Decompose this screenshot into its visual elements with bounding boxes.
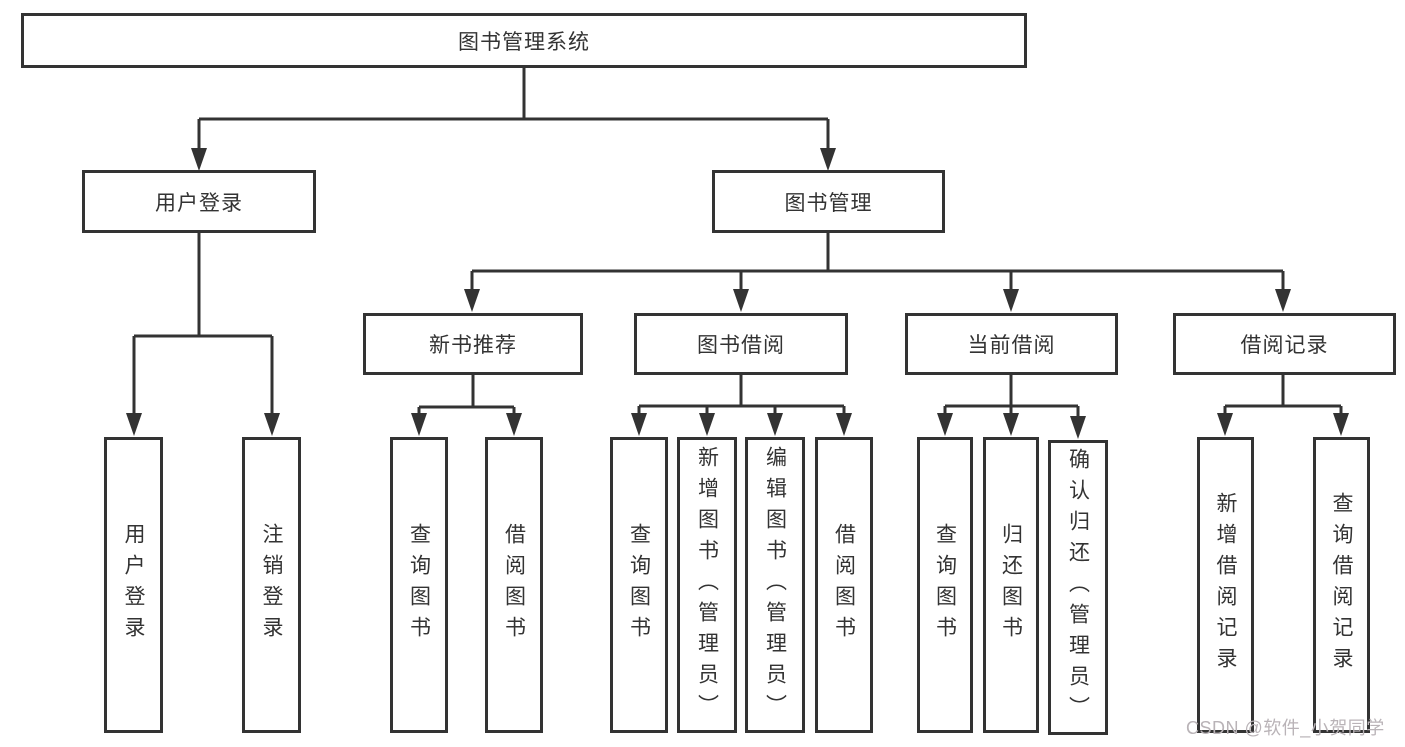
leaf-recommend-borrow-book: 借阅图书 — [485, 437, 543, 733]
node-book-borrow: 图书借阅 — [634, 313, 848, 375]
leaf-borrow-borrow-book: 借阅图书 — [815, 437, 873, 733]
leaf-borrow-query-book: 查询图书 — [610, 437, 668, 733]
connector-book-borrow — [631, 375, 852, 436]
connector-user-login — [126, 233, 280, 436]
leaf-records-add-record: 新增借阅记录 — [1197, 437, 1254, 733]
node-user-login: 用户登录 — [82, 170, 316, 233]
leaf-current-return-book: 归还图书 — [983, 437, 1039, 733]
node-book-management: 图书管理 — [712, 170, 945, 233]
leaf-borrow-edit-book-admin: 编辑图书（管理员） — [745, 437, 805, 733]
leaf-records-query-record: 查询借阅记录 — [1313, 437, 1370, 733]
connector-borrow-records — [1217, 375, 1349, 436]
leaf-current-query-book: 查询图书 — [917, 437, 973, 733]
csdn-watermark: CSDN @软件_小贺同学 — [1186, 718, 1385, 738]
leaf-logout-login: 注销登录 — [242, 437, 301, 733]
connector-new-book-recommend — [411, 375, 522, 436]
node-root: 图书管理系统 — [21, 13, 1027, 68]
leaf-current-confirm-return-admin: 确认归还（管理员） — [1048, 440, 1108, 735]
connector-root — [191, 68, 836, 171]
connector-current-borrow — [937, 375, 1086, 439]
leaf-user-login: 用户登录 — [104, 437, 163, 733]
connector-book-management — [464, 233, 1291, 312]
node-borrow-records: 借阅记录 — [1173, 313, 1396, 375]
node-new-book-recommend: 新书推荐 — [363, 313, 583, 375]
leaf-recommend-query-book: 查询图书 — [390, 437, 448, 733]
node-current-borrow: 当前借阅 — [905, 313, 1118, 375]
leaf-borrow-add-book-admin: 新增图书（管理员） — [677, 437, 737, 733]
